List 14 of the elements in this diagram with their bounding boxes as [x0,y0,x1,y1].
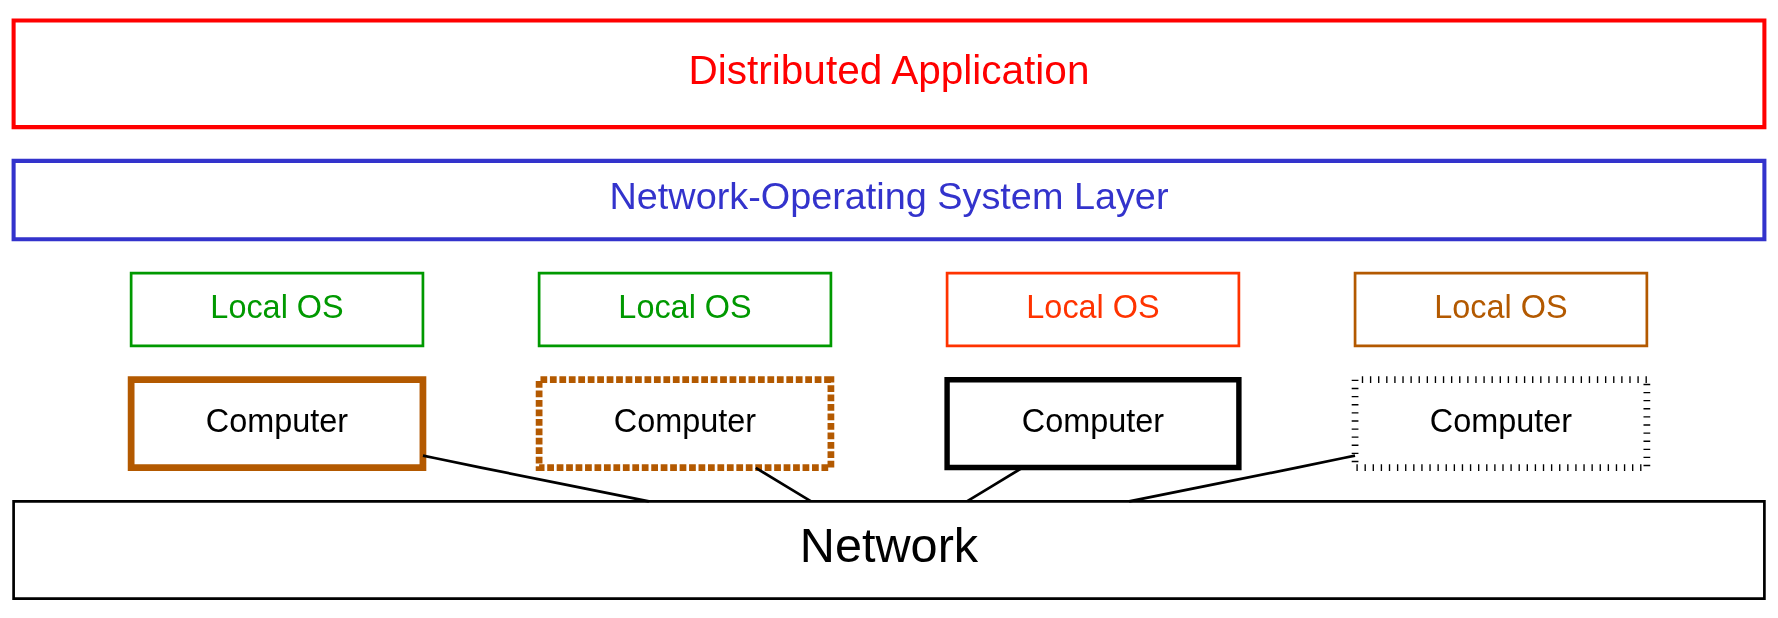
node-box: Computer [1351,375,1651,471]
node-box: Network [12,499,1766,600]
node-box: Local OS [945,271,1241,347]
connector [1128,453,1356,503]
node-box: Computer [127,375,427,471]
node-box: Local OS [1353,271,1649,347]
node-box: Local OS [537,271,833,347]
connector [755,466,812,502]
node-box: Computer [944,376,1242,470]
node-box: Distributed Application [11,17,1767,129]
node-box: Network-Operating System Layer [11,158,1767,241]
node-box: Local OS [129,271,425,347]
connector [422,453,650,503]
node-box: Computer [535,375,835,471]
